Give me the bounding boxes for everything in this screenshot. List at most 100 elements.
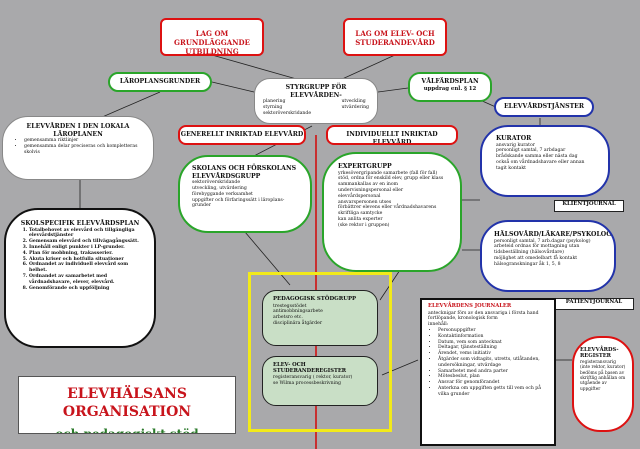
journals-intro: antecknigar förs av den ansvariga i förs… — [428, 311, 548, 328]
list-item: personligt samtal, 7 arb.dagar (psykolog… — [494, 238, 591, 244]
law-school-text: LAG OM GRUNDLÄGGANDE UTBILDNING — [174, 29, 250, 56]
local-curriculum-list: gemensamma riktlinjer gemensamma delar p… — [15, 138, 141, 155]
link-law-school — [211, 54, 301, 81]
org-title-box: ELEVHÄLSANS ORGANISATION och pedagogiskt… — [18, 376, 236, 434]
org-title: ELEVHÄLSANS ORGANISATION — [62, 386, 192, 420]
yellow-frame — [248, 272, 392, 432]
list-item: ansvarspersonen utses — [338, 199, 392, 205]
welfare-register-list: registeransvarig (inte rektor, kurator) … — [580, 360, 626, 392]
school-group-title: SKOLANS OCH FÖRSKOLANS ELEVVÅRDSGRUPP — [192, 165, 297, 180]
list-item: möjlighet att omedelbart få kontakt häls… — [494, 255, 578, 267]
list-item: yrkesövergripande samarbete (fall för fa… — [338, 170, 438, 176]
welfare-plan-sub: uppdrag enl. § 12 — [423, 85, 477, 92]
list-item: Kontaktinformation — [438, 334, 548, 340]
list-item: (ske rektor i gruppen) — [338, 222, 390, 228]
pedagogic-list: trestegsstödet antimobbningsarbete arbet… — [273, 304, 367, 327]
health-title: HÄLSOVÅRD/LÄKARE/PSYKOLOG — [494, 231, 612, 238]
patient-journal-text: PATIENTJOURNAL — [565, 299, 623, 305]
law-school-box: LAG OM GRUNDLÄGGANDE UTBILDNING — [160, 18, 264, 56]
list-item: Innehåll enligt punkter i LP-grunder. — [29, 245, 142, 251]
list-item: Ordnandet av individuell elevvård som he… — [29, 262, 142, 274]
list-item: förbättrer elevens eller vårdnadshavaren… — [338, 205, 437, 217]
school-specific-list: Totalbehovet av elevvård och tillgänglig… — [18, 228, 142, 292]
list-item: Deltagar, tjänsteställning — [438, 345, 548, 351]
list-item: registeransvarig (inte rektor, kurator) — [580, 359, 626, 371]
pedagogic-title: PEDAGOGISK STÖDGRUPP — [273, 296, 357, 302]
expert-group-list: yrkesövergripande samarbete (fall för fa… — [338, 171, 446, 229]
school-group-list: sektoröverskridande utveckling, utvärder… — [192, 180, 298, 209]
list-item: Ansvar för genomförandet — [438, 380, 548, 386]
link-curriculum — [211, 81, 255, 93]
list-item: innehåll: — [428, 322, 449, 328]
client-journal-text: KLIENTJOURNAL — [562, 201, 616, 207]
welfare-plan-box: VÅLFÄRDSPLAN uppdrag enl. § 12 — [408, 72, 492, 102]
curator-list: ansvarig kurator personligt samtal, 7 ar… — [496, 143, 594, 172]
steering-item: sektoröverskridande — [263, 110, 312, 116]
steering-item: styrning — [263, 104, 283, 110]
list-item: också om vårdnadshavare eller annan tagi… — [496, 159, 585, 171]
list-item: trestegsstödet — [273, 303, 307, 309]
services-text: ELEVVÅRDSTJÄNSTER — [503, 103, 585, 110]
list-item: förebyggande verksamhet — [192, 191, 253, 197]
list-item: kan anlita experter — [338, 216, 383, 222]
patient-journal-label: PATIENTJOURNAL — [554, 298, 634, 310]
list-item: Åtgärder som vidtagits, utretts, utlåtan… — [438, 357, 548, 369]
local-curriculum-box: ELEVVÅRDEN I DEN LOKALA LÄROPLANEN gemen… — [2, 116, 154, 180]
link-law-student — [339, 54, 396, 81]
services-box: ELEVVÅRDSTJÄNSTER — [494, 97, 594, 117]
list-item: gemensamma riktlinjer — [24, 138, 141, 144]
health-list: personligt samtal, 7 arb.dagar (psykolog… — [494, 239, 602, 268]
list-item: gemensamma delar preciseras och komplett… — [24, 144, 141, 156]
list-item: Datum, vem som antecknat — [438, 340, 548, 346]
school-specific-box: SKOLSPECIFIK ELEVVÅRDSPLAN Totalbehovet … — [4, 208, 156, 348]
list-item: antecknigar förs av den ansvariga i förs… — [428, 310, 539, 316]
steering-title: STYRGRUPP FÖR ELEVVÅRDEN- — [285, 84, 347, 99]
law-student-box: LAG OM ELEV- OCH STUDERANDEVÅRD — [343, 18, 447, 56]
individual-header: INDIVIDUELLT INRIKTAD ELEVVÅRD — [326, 125, 458, 145]
client-journal-label: KLIENTJOURNAL — [554, 200, 624, 212]
school-specific-title: SKOLSPECIFIK ELEVVÅRDSPLAN — [20, 220, 140, 227]
steering-col2: utveckling utvärdering — [341, 99, 369, 116]
list-item: disciplinära åtgärder — [273, 320, 323, 326]
journals-box: ELEVVÅRDENS JOURNALER antecknigar förs a… — [420, 298, 556, 446]
school-group-box: SKOLANS OCH FÖRSKOLANS ELEVVÅRDSGRUPP se… — [178, 155, 312, 233]
steering-group-box: STYRGRUPP FÖR ELEVVÅRDEN- planering styr… — [254, 78, 378, 124]
org-subtitle: och pedagogiskt stöd — [55, 427, 199, 434]
list-item: utveckling, utvärdering — [192, 185, 247, 191]
list-item: registeransvarig ( rektor, kurator) — [273, 374, 353, 380]
link-register-journals — [381, 359, 419, 376]
list-item: Plan för mobbning, trakasserier. — [29, 251, 142, 257]
expert-group-box: EXPERTGRUPP yrkesövergripande samarbete … — [322, 152, 462, 272]
curriculum-box: LÄROPLANSGRUNDER — [108, 72, 212, 92]
list-item: Mötesbeslut, plan — [438, 374, 548, 380]
list-item: personligt samtal, 7 arbdagar — [496, 148, 566, 154]
list-item: fortlöpande, kronologisk form — [428, 316, 498, 322]
curriculum-text: LÄROPLANSGRUNDER — [119, 78, 201, 85]
list-item: Totalbehovet av elevvård och tillgänglig… — [29, 228, 142, 240]
individual-header-text: INDIVIDUELLT INRIKTAD ELEVVÅRD — [346, 131, 438, 145]
local-curriculum-title: ELEVVÅRDEN I DEN LOKALA LÄROPLANEN — [26, 123, 130, 138]
link-curriculum-local — [99, 91, 161, 119]
link-group-pedagogic — [244, 231, 291, 286]
general-header-text: GENERELLT INRIKTAD ELEVVÅRD — [180, 131, 304, 138]
list-item: Samarbetet med andra parter — [438, 369, 548, 375]
register-box: ELEV- OCH STUDERANDEREGISTER registerans… — [262, 356, 378, 406]
pedagogic-box: PEDAGOGISK STÖDGRUPP trestegsstödet anti… — [262, 290, 378, 346]
list-item: sektoröverskridande — [192, 180, 241, 186]
health-box: HÄLSOVÅRD/LÄKARE/PSYKOLOG personligt sam… — [480, 220, 616, 292]
list-item: ansvarig kurator — [496, 142, 535, 148]
general-header: GENERELLT INRIKTAD ELEVVÅRD — [178, 125, 306, 145]
welfare-register-box: ELEVVÅRDS-REGISTER registeransvarig (int… — [572, 336, 634, 432]
steering-col1: planering styrning sektoröverskridande — [263, 99, 311, 116]
list-item: antimobbningsarbete — [273, 309, 323, 315]
list-item: Genomförande och uppföljning — [29, 286, 142, 292]
list-item: brådskande samma eller nästa dag — [496, 154, 578, 160]
steering-item: planering — [263, 99, 286, 105]
steering-item: utvärdering — [341, 104, 369, 110]
curator-box: KURATOR ansvarig kurator personligt samt… — [480, 125, 610, 197]
list-item: uppgifter och förfaringssätt i läroplans… — [192, 197, 285, 209]
list-item: stöd, ordna för enskild elev, grupp elle… — [338, 176, 444, 182]
law-student-text: LAG OM ELEV- OCH STUDERANDEVÅRD — [355, 29, 435, 47]
steering-item: utveckling — [341, 99, 366, 105]
journals-title: ELEVVÅRDENS JOURNALER — [428, 303, 512, 309]
